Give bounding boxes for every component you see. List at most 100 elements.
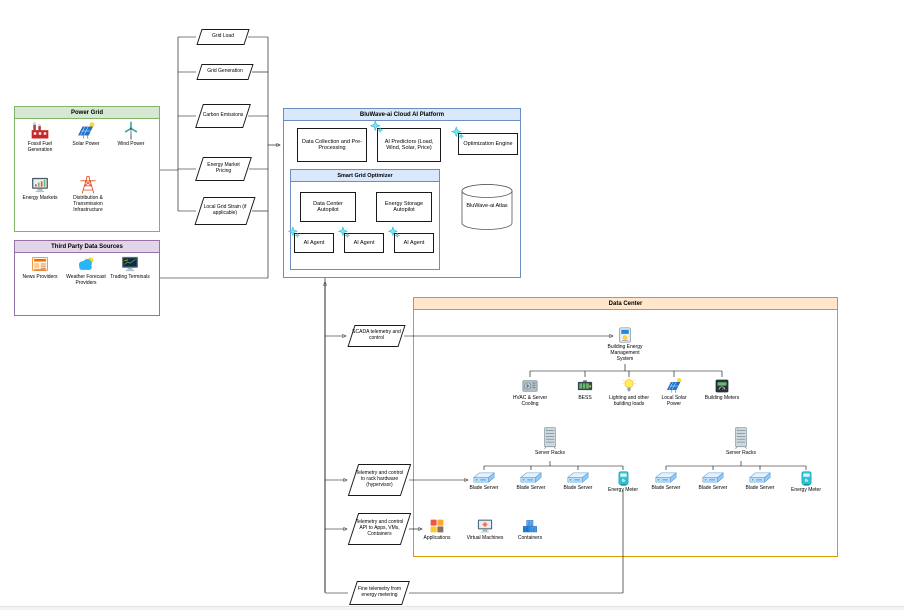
node-label: Energy Markets xyxy=(22,195,58,201)
node-label: Blade Server xyxy=(563,485,593,491)
blade-server-icon xyxy=(701,470,725,485)
node-label: Blade Server xyxy=(469,485,499,491)
horizontal-scrollbar[interactable] xyxy=(0,606,904,610)
node-solar-power[interactable]: Solar Power xyxy=(65,121,107,148)
node-lighting-building-loads[interactable]: Lighting and other building loads xyxy=(605,377,653,408)
node-label: Server Racks xyxy=(534,450,565,456)
node-server-racks-left[interactable]: Server Racks xyxy=(528,426,572,457)
node-label: Containers xyxy=(517,535,543,541)
node-server-racks-right[interactable]: Server Racks xyxy=(719,426,763,457)
node-label: Fossil Fuel Generation xyxy=(27,141,53,153)
flow-telemetry-rack-hardware[interactable]: Telemetry and control to rack hardware (… xyxy=(347,464,412,496)
node-blade-server[interactable]: Blade Server xyxy=(644,470,688,492)
atlas-database[interactable]: BluWave-ai Atlas xyxy=(459,182,515,232)
box-ai-agent-3[interactable]: AI Agent xyxy=(394,233,434,253)
node-containers[interactable]: Containers xyxy=(508,517,552,542)
node-label: Server Racks xyxy=(725,450,756,456)
server-rack-icon xyxy=(731,426,751,450)
node-applications[interactable]: Applications xyxy=(415,517,459,542)
solar-panel-icon xyxy=(665,377,683,395)
applications-icon xyxy=(428,517,446,535)
node-label: News Providers xyxy=(22,274,58,280)
flow-scada-telemetry[interactable]: SCADA telemetry and control xyxy=(347,325,406,347)
wind-turbine-icon xyxy=(121,121,141,141)
node-label: Wind Power xyxy=(117,141,145,147)
solar-panel-icon xyxy=(76,121,96,141)
node-weather-forecast-providers[interactable]: Weather Forecast Providers xyxy=(64,254,108,287)
node-label: Solar Power xyxy=(72,141,100,147)
ai-sparkle-icon xyxy=(388,226,400,238)
node-label: Lighting and other building loads xyxy=(608,395,650,407)
blade-server-icon xyxy=(566,470,590,485)
node-bess[interactable]: BESS xyxy=(567,377,603,402)
node-local-solar-power[interactable]: Local Solar Power xyxy=(654,377,694,408)
node-energy-meter-left[interactable]: Energy Meter xyxy=(601,470,645,494)
node-label: Blade Server xyxy=(745,485,775,491)
node-hvac-server-cooling[interactable]: HVAC & Server Cooling xyxy=(508,377,552,408)
node-blade-server[interactable]: Blade Server xyxy=(738,470,782,492)
data-center-container[interactable]: Data Center xyxy=(413,297,838,557)
transmission-tower-icon xyxy=(78,175,98,195)
input-label: Grid Generation xyxy=(207,68,243,75)
server-rack-icon xyxy=(540,426,560,450)
lightbulb-icon xyxy=(620,377,638,395)
box-ai-predictors[interactable]: AI Predictors (Load, Wind, Solar, Price) xyxy=(377,128,441,162)
node-building-energy-management-system[interactable]: Building Energy Management System xyxy=(603,326,647,362)
node-label: Weather Forecast Providers xyxy=(66,274,106,286)
box-ai-agent-1[interactable]: AI Agent xyxy=(294,233,334,253)
third-party-title: Third Party Data Sources xyxy=(15,241,159,253)
node-virtual-machines[interactable]: Virtual Machines xyxy=(463,517,507,542)
node-energy-meter-right[interactable]: Energy Meter xyxy=(784,470,828,494)
node-label: Building Meters xyxy=(704,395,740,401)
node-blade-server[interactable]: Blade Server xyxy=(691,470,735,492)
input-local-grid-strain[interactable]: Local Grid Strain (if applicable) xyxy=(194,197,256,225)
node-building-meters[interactable]: Building Meters xyxy=(702,377,742,402)
node-fossil-fuel-generation[interactable]: Fossil Fuel Generation xyxy=(19,121,61,154)
node-label: BESS xyxy=(578,395,592,401)
power-grid-title: Power Grid xyxy=(15,107,159,119)
weather-cloud-icon xyxy=(76,254,96,274)
node-label: Blade Server xyxy=(651,485,681,491)
battery-storage-icon xyxy=(576,377,594,395)
input-label: Local Grid Strain (if applicable) xyxy=(203,204,247,216)
cloud-platform-title: BluWave-ai Cloud AI Platform xyxy=(284,109,520,121)
box-data-center-autopilot[interactable]: Data Center Autopilot xyxy=(300,192,356,222)
node-label: HVAC & Server Cooling xyxy=(512,395,548,407)
input-carbon-emissions[interactable]: Carbon Emissions xyxy=(195,104,251,128)
bems-device-icon xyxy=(616,326,634,344)
flow-fine-telemetry[interactable]: Fine telemetry from energy metering xyxy=(349,581,410,605)
node-label: Applications xyxy=(423,535,451,541)
input-grid-generation[interactable]: Grid Generation xyxy=(196,64,254,80)
blade-server-icon xyxy=(748,470,772,485)
node-blade-server[interactable]: Blade Server xyxy=(462,470,506,492)
node-news-providers[interactable]: News Providers xyxy=(19,254,61,281)
box-optimization-engine[interactable]: Optimization Engine xyxy=(458,133,518,155)
containers-icon xyxy=(521,517,539,535)
energy-meter-icon xyxy=(798,470,815,487)
box-data-collection[interactable]: Data Collection and Pre-Processing xyxy=(297,128,367,162)
node-blade-server[interactable]: Blade Server xyxy=(509,470,553,492)
input-grid-load[interactable]: Grid Load xyxy=(196,29,250,45)
node-trading-terminals[interactable]: Trading Terminals xyxy=(109,254,151,281)
blade-server-icon xyxy=(654,470,678,485)
node-blade-server[interactable]: Blade Server xyxy=(556,470,600,492)
market-monitor-icon xyxy=(30,175,50,195)
input-energy-market-pricing[interactable]: Energy Market Pricing xyxy=(195,157,252,181)
database-cylinder-icon xyxy=(461,184,513,230)
node-energy-markets[interactable]: Energy Markets xyxy=(19,175,61,202)
flow-telemetry-api[interactable]: Telemetry and control API to Apps, VMs, … xyxy=(347,513,412,545)
ai-sparkle-icon xyxy=(338,226,350,238)
flow-label: SCADA telemetry and control xyxy=(352,329,401,341)
building-meter-icon xyxy=(713,377,731,395)
trading-terminal-icon xyxy=(120,254,140,274)
third-party-container[interactable]: Third Party Data Sources xyxy=(14,240,160,316)
node-wind-power[interactable]: Wind Power xyxy=(110,121,152,148)
box-energy-storage-autopilot[interactable]: Energy Storage Autopilot xyxy=(376,192,432,222)
smart-grid-optimizer-title: Smart Grid Optimizer xyxy=(291,170,439,182)
box-ai-agent-2[interactable]: AI Agent xyxy=(344,233,384,253)
newspaper-icon xyxy=(30,254,50,274)
node-distribution-transmission[interactable]: Distribution & Transmission Infrastructu… xyxy=(62,175,114,213)
factory-icon xyxy=(30,121,50,141)
node-label: Energy Meter xyxy=(607,487,638,493)
